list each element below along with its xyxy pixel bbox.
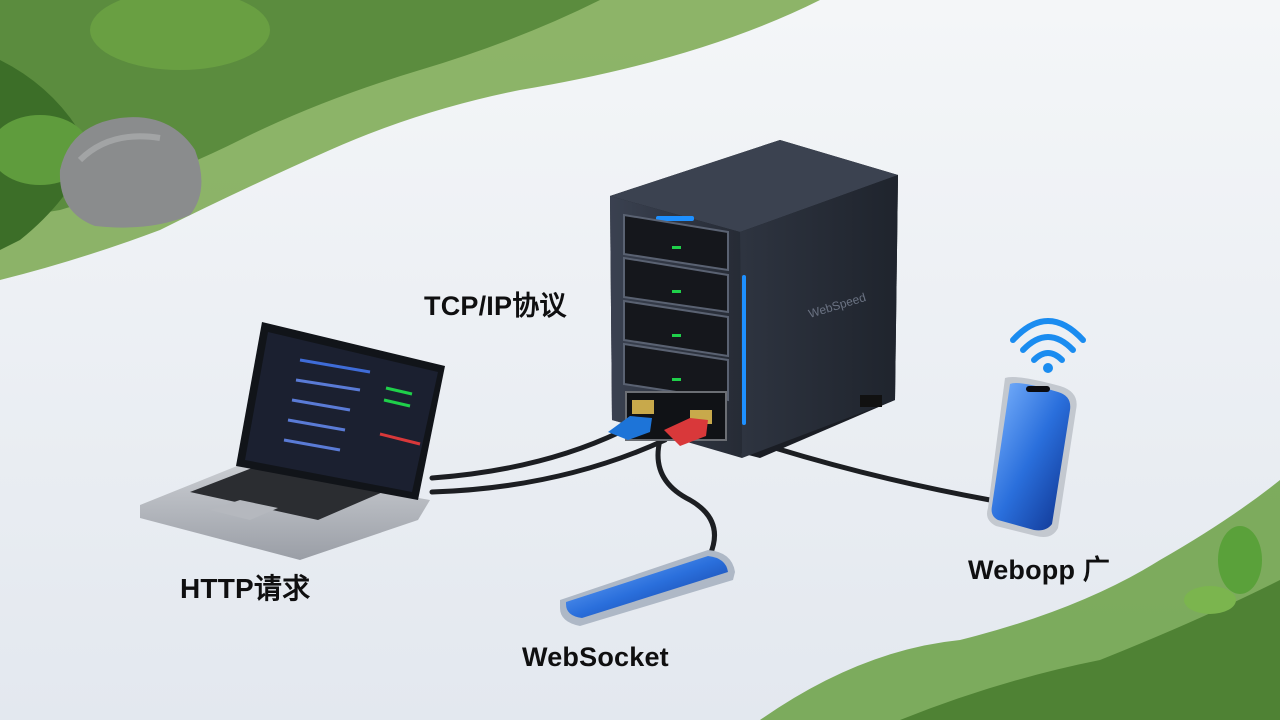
- phone-right: [987, 377, 1077, 537]
- server-top: [610, 140, 898, 232]
- label-http: HTTP请求: [180, 573, 311, 604]
- label-tcp-ip: TCP/IP协议: [424, 291, 567, 321]
- wifi-icon: [1010, 318, 1086, 373]
- grass-bottom-right: [760, 480, 1280, 720]
- laptop: [140, 322, 445, 560]
- cables: [429, 429, 993, 558]
- drive-bays: [623, 213, 729, 402]
- label-webapp: Webopp 广: [968, 555, 1111, 585]
- server: WebSpeed: [608, 140, 898, 458]
- label-websocket: WebSocket: [522, 642, 669, 672]
- phone-bottom: [560, 550, 735, 626]
- server-side: [740, 175, 898, 458]
